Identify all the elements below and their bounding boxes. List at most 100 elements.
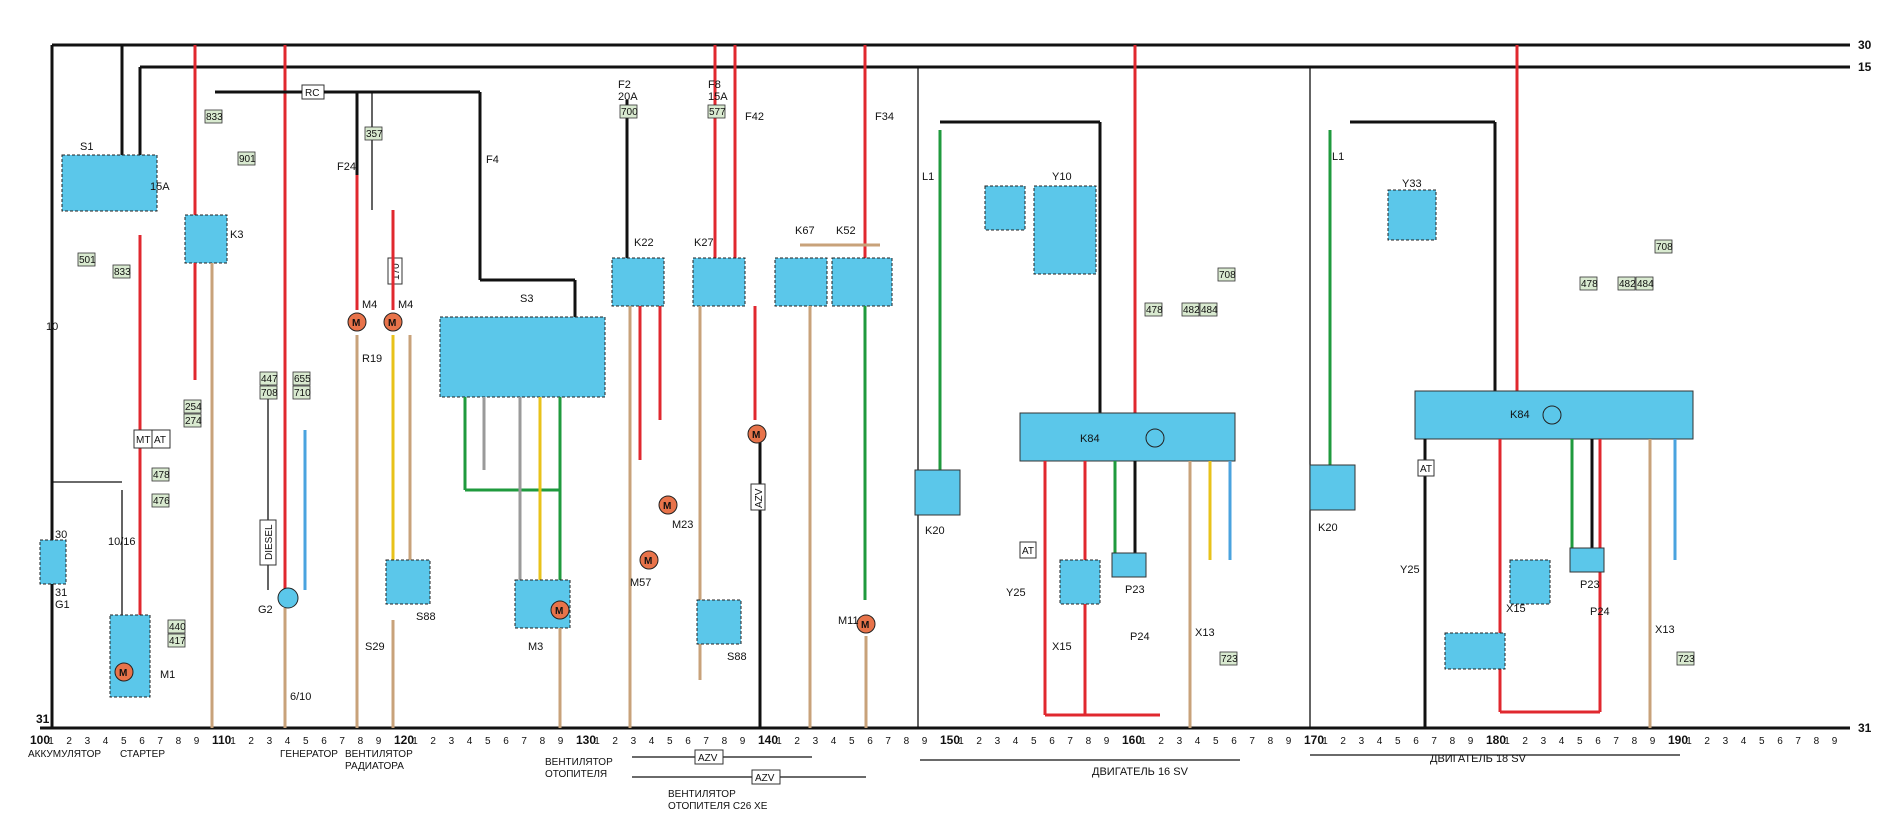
valve-y33 — [1387, 189, 1437, 241]
ignition-switch-s1 — [61, 154, 158, 212]
scale-number: 4 — [649, 736, 655, 747]
bus-lines: 30 15 31 31 — [36, 38, 1872, 735]
engine-18sv-section: L1 Y33 K84 K20 478 482 484 708 723 X15 P… — [1309, 45, 1695, 765]
mt-label: MT — [136, 435, 150, 446]
svg-text:K67: K67 — [795, 225, 815, 237]
heater-fan-m57 — [639, 550, 659, 570]
ecu-k84-16sv — [1019, 412, 1236, 462]
svg-text:F42: F42 — [745, 111, 764, 123]
svg-text:447: 447 — [261, 374, 278, 385]
svg-text:833: 833 — [206, 112, 223, 123]
scale-number: 5 — [849, 736, 855, 747]
generator-g2 — [277, 587, 299, 609]
scale-number: 6 — [1231, 736, 1237, 747]
svg-text:AZV: AZV — [698, 753, 718, 764]
starter-motor-icon — [114, 662, 134, 682]
svg-text:708: 708 — [1656, 242, 1673, 253]
scale-number: 3 — [267, 736, 273, 747]
svg-text:P24: P24 — [1130, 631, 1150, 643]
svg-text:15A: 15A — [150, 181, 170, 193]
svg-text:M23: M23 — [672, 519, 693, 531]
svg-text:M: M — [388, 318, 396, 329]
scale-number: 4 — [831, 736, 837, 747]
svg-text:476: 476 — [153, 496, 170, 507]
svg-text:10: 10 — [46, 321, 58, 333]
k3-label: K3 — [230, 229, 243, 241]
scale-number: 5 — [1759, 736, 1765, 747]
scale-number: 2 — [612, 736, 618, 747]
svg-text:708: 708 — [1219, 270, 1236, 281]
radiator-fan-m4a — [347, 312, 367, 332]
scale-number: 8 — [1632, 736, 1638, 747]
scale-number: 7 — [1431, 736, 1437, 747]
svg-text:440: 440 — [169, 622, 186, 633]
g2-label: G2 — [258, 604, 273, 616]
battery-starter-section: 30 31 G1 S1 15A K3 MT AT M M1 833 901 50… — [39, 45, 256, 728]
scale-number: 8 — [1086, 736, 1092, 747]
svg-text:L1: L1 — [922, 171, 934, 183]
scale-number: 8 — [1450, 736, 1456, 747]
valve-y10 — [1033, 185, 1097, 275]
ecu-k84-18sv — [1414, 390, 1694, 440]
generator-caption: ГЕНЕРАТОР — [280, 749, 338, 760]
svg-text:M: M — [119, 668, 127, 679]
svg-text:R19: R19 — [362, 353, 382, 365]
starter-m1 — [109, 614, 151, 698]
svg-text:K27: K27 — [694, 237, 714, 249]
scale-number: 2 — [794, 736, 800, 747]
generator-section: G2 DIESEL 447 708 655 710 6/10 — [258, 45, 311, 728]
svg-text:357: 357 — [366, 129, 383, 140]
svg-text:P24: P24 — [1590, 606, 1610, 618]
scale-number: 3 — [995, 736, 1001, 747]
scale-number: 3 — [449, 736, 455, 747]
svg-text:X13: X13 — [1195, 627, 1215, 639]
scale-number: 7 — [885, 736, 891, 747]
svg-text:274: 274 — [185, 416, 202, 427]
scale-number: 2 — [1340, 736, 1346, 747]
heater-fan-m23 — [658, 495, 678, 515]
battery-g1 — [39, 539, 67, 585]
svg-text:F8: F8 — [708, 79, 721, 91]
svg-text:31: 31 — [55, 587, 67, 599]
svg-text:S3: S3 — [520, 293, 533, 305]
bus-31-label: 31 — [1858, 721, 1872, 735]
svg-text:P23: P23 — [1125, 584, 1145, 596]
svg-text:482: 482 — [1619, 279, 1636, 290]
svg-text:Y33: Y33 — [1402, 178, 1422, 190]
svg-text:254: 254 — [185, 402, 202, 413]
svg-text:K84: K84 — [1510, 409, 1530, 421]
g1-label: G1 — [55, 599, 70, 611]
scale-number: 9 — [1650, 736, 1656, 747]
svg-text:M: M — [663, 501, 671, 512]
scale-number: 2 — [976, 736, 982, 747]
svg-text:655: 655 — [294, 374, 311, 385]
m1-label: M1 — [160, 669, 175, 681]
scale-number: 3 — [813, 736, 819, 747]
scale-number: 1 — [1322, 736, 1328, 747]
scale-number: 6 — [321, 736, 327, 747]
scale-number: 3 — [85, 736, 91, 747]
svg-text:K20: K20 — [1318, 522, 1338, 534]
svg-text:X13: X13 — [1655, 624, 1675, 636]
svg-text:170: 170 — [391, 263, 402, 280]
scale-number: 8 — [358, 736, 364, 747]
scale-number: 6 — [685, 736, 691, 747]
heater-c26-caption-1: ВЕНТИЛЯТОР — [668, 789, 736, 800]
svg-text:710: 710 — [294, 388, 311, 399]
relay-s88b — [696, 599, 742, 645]
scale-number: 3 — [1177, 736, 1183, 747]
scale-number: 5 — [1031, 736, 1037, 747]
scale-number: 8 — [722, 736, 728, 747]
svg-text:K52: K52 — [836, 225, 856, 237]
scale-number: 8 — [1268, 736, 1274, 747]
scale-number: 6 — [1413, 736, 1419, 747]
svg-text:AZV: AZV — [755, 773, 775, 784]
s1-label: S1 — [80, 141, 93, 153]
svg-text:723: 723 — [1678, 654, 1695, 665]
svg-text:P23: P23 — [1580, 579, 1600, 591]
svg-text:K22: K22 — [634, 237, 654, 249]
scale-number: 5 — [121, 736, 127, 747]
scale-number: 160 — [1122, 733, 1142, 747]
scale-number: 110 — [212, 733, 232, 747]
